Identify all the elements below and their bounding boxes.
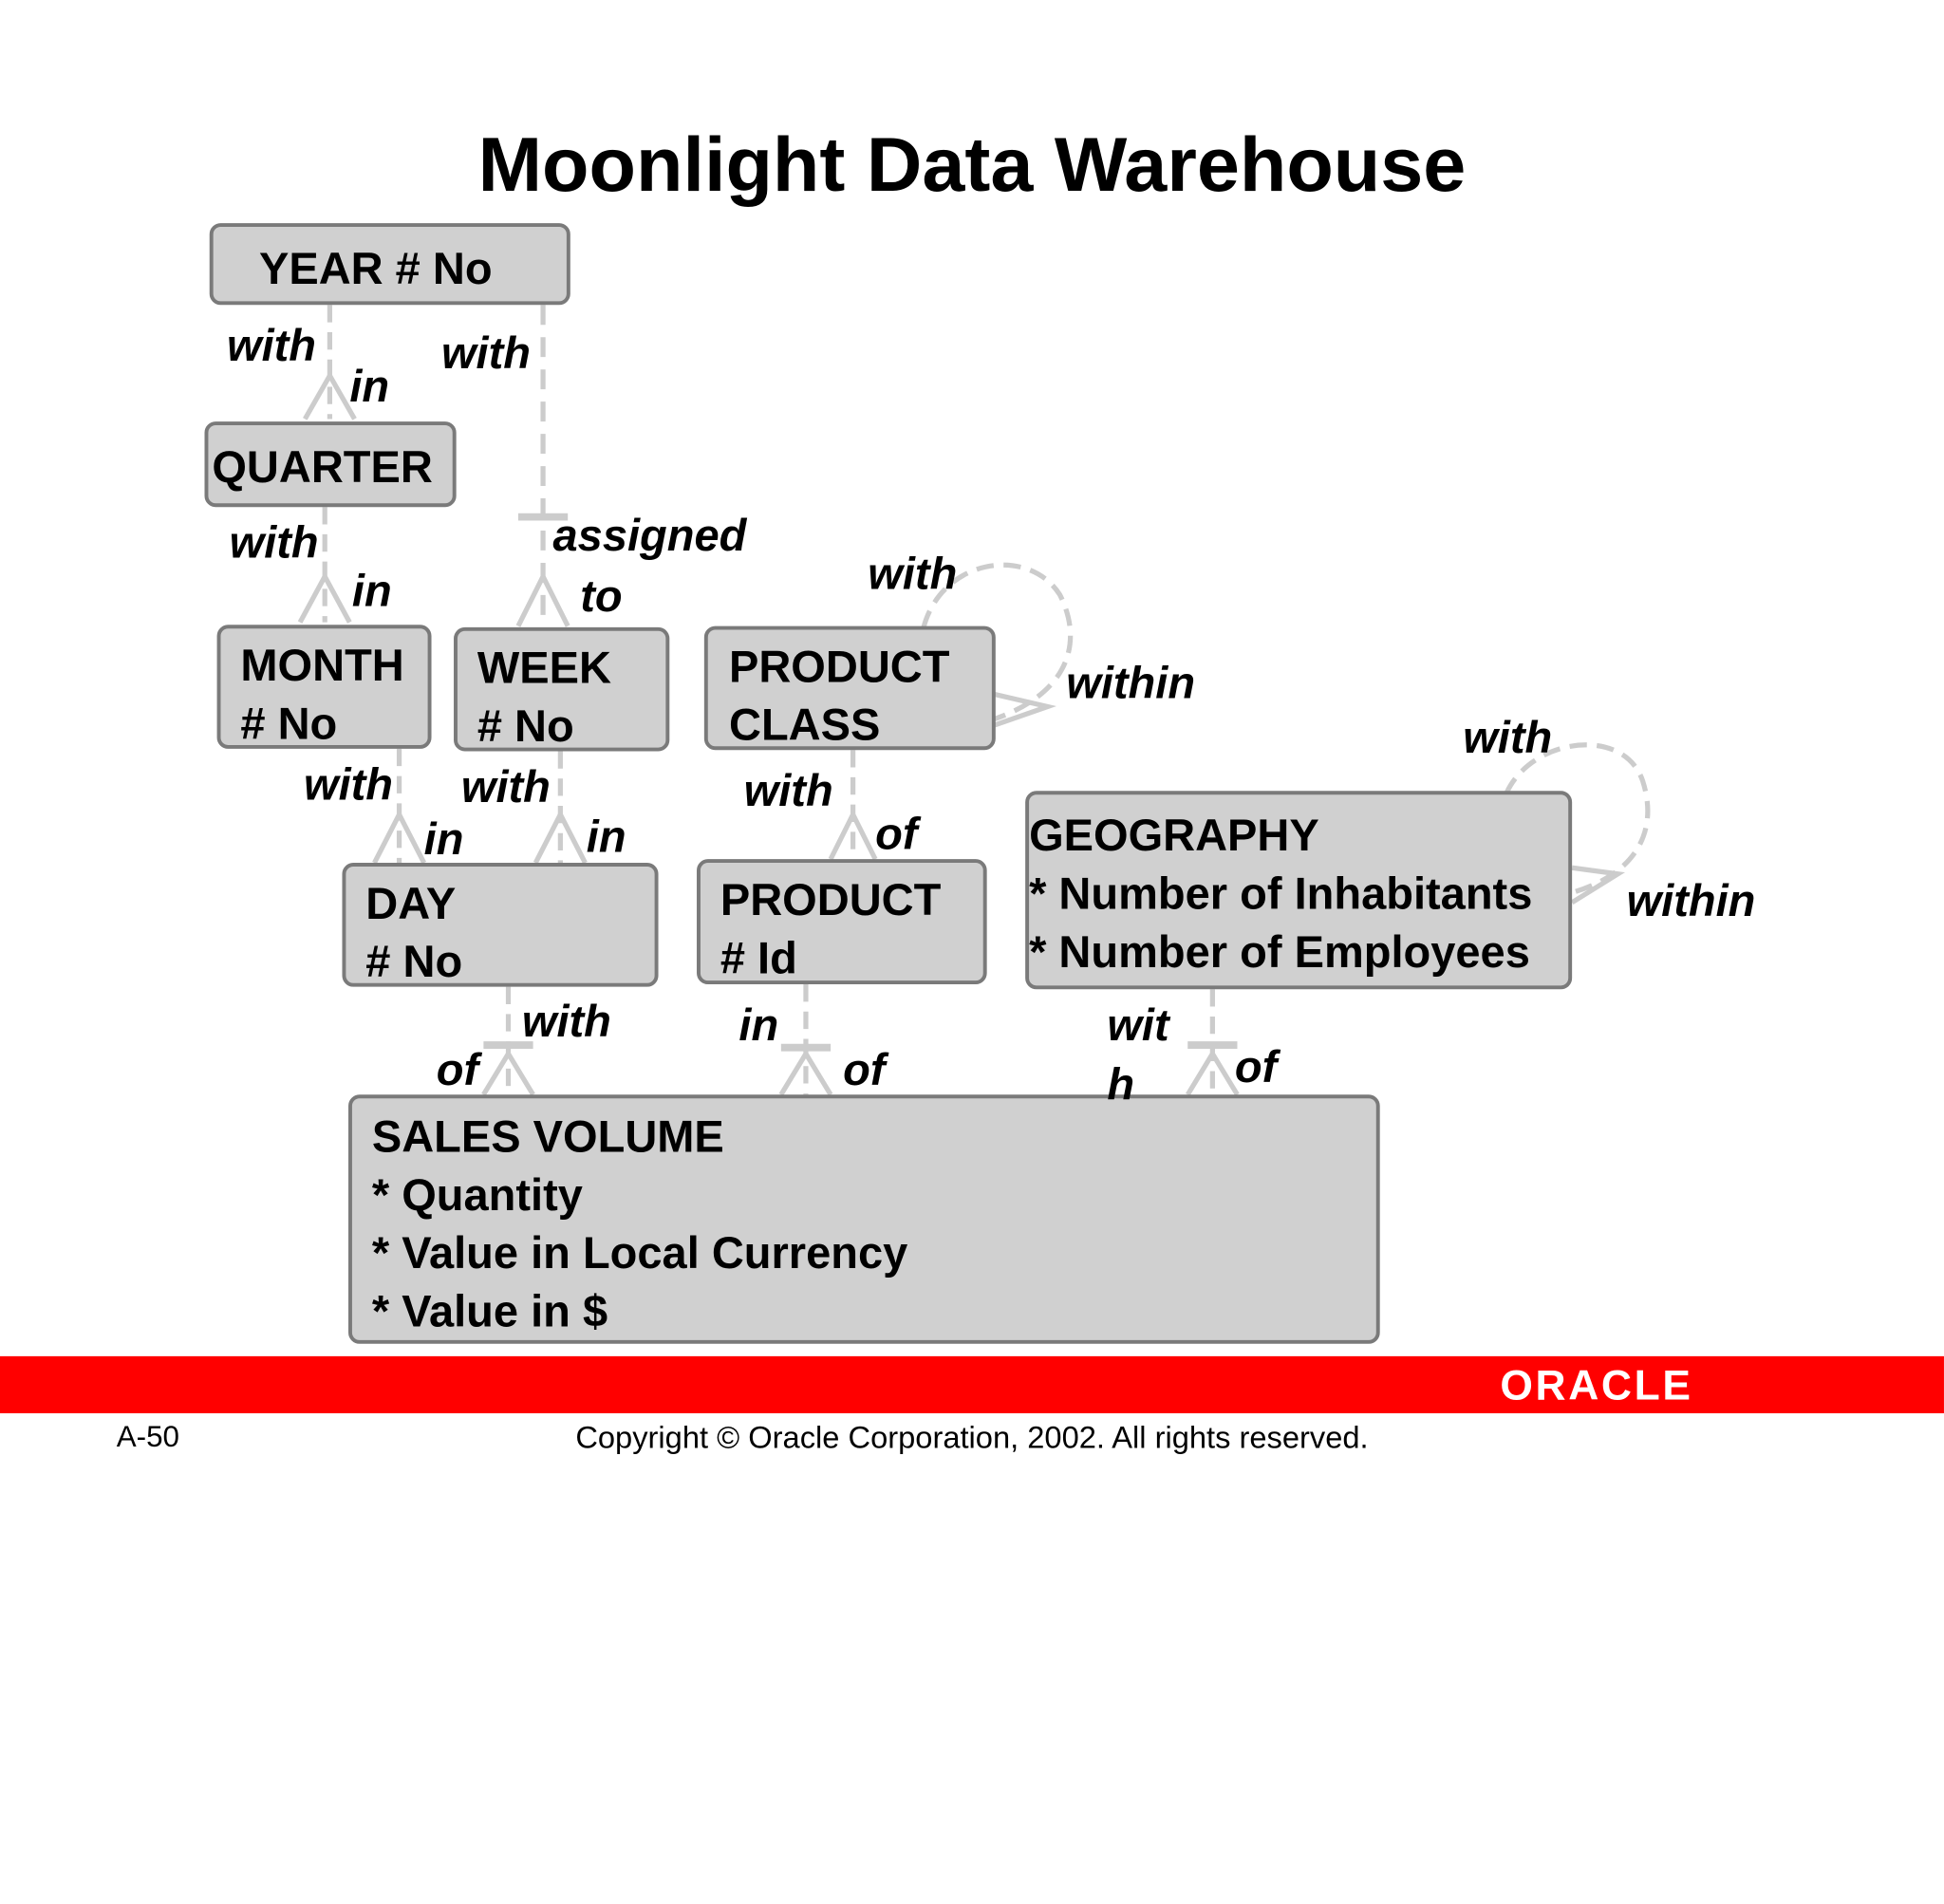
entity-month: MONTH # No [216,625,432,749]
rel-label: with [460,760,551,812]
entity-week: WEEK # No [454,626,670,752]
rel-label: with [227,319,317,371]
entity-week-line-2: # No [477,700,574,752]
loop-geography [1504,742,1651,895]
rel-label: with [521,995,611,1047]
rel-label: of [436,1043,479,1095]
crowfoot-day-week [533,809,588,865]
entity-sales-volume: SALES VOLUME * Quantity * Value in Local… [348,1094,1380,1344]
rel-label: to [580,569,623,622]
crowfoot-week [515,570,570,627]
loop-product-class [921,562,1074,722]
entity-year-line-1: YEAR # No [258,242,493,294]
crowfoot-product [828,809,878,861]
entity-month-line-1: MONTH [240,639,404,691]
entity-sales-volume-line-2: * Quantity [371,1168,583,1221]
crowfoot-sales-product [778,1049,833,1096]
entity-geography: GEOGRAPHY * Number of Inhabitants * Numb… [1025,791,1573,990]
crowfoot-month [297,570,352,624]
rel-label: in [738,999,779,1051]
entity-sales-volume-line-1: SALES VOLUME [371,1111,724,1162]
entity-sales-volume-line-4: * Value in $ [371,1285,608,1336]
rel-label: with [303,758,394,810]
entity-quarter: QUARTER [204,421,457,508]
crowfoot-quarter [303,370,357,420]
rel-label: with [229,516,319,569]
entity-day: DAY # No [342,863,659,987]
entity-year: YEAR # No [209,223,570,306]
entity-day-line-2: # No [365,936,463,987]
rel-label: with [440,327,531,379]
rel-label: of [1234,1041,1278,1092]
rel-label: with [1463,711,1553,763]
rel-label: in [351,565,392,617]
relationship-lines [297,305,1651,1096]
oracle-logo: ORACLE [1500,1362,1693,1410]
entity-product-class: PRODUCT CLASS [703,625,996,751]
rel-label: with [743,764,833,816]
entity-geography-line-1: GEOGRAPHY [1029,809,1319,861]
entity-product-line-2: # Id [720,932,797,983]
entity-geography-line-2: * Number of Inhabitants [1029,868,1533,919]
crowfoot-sales-day [481,1049,535,1096]
rel-label: in [586,811,626,862]
crowfoot-sales-geo [1186,1049,1240,1096]
footer-bar [0,1355,1944,1413]
entity-sales-volume-line-3: * Value in Local Currency [371,1227,908,1279]
rel-label: of [843,1043,886,1095]
entity-quarter-line-1: QUARTER [212,440,433,493]
page-number: A-50 [116,1420,179,1455]
rel-label: assigned [552,509,747,561]
crowfoot-product-class [993,691,1057,728]
rel-label: of [875,808,918,860]
page-title: Moonlight Data Warehouse [477,122,1467,209]
entity-day-line-1: DAY [365,877,457,929]
crowfoot-day-month [372,809,427,865]
rel-label: h [1107,1058,1135,1110]
entity-geography-line-3: * Number of Employees [1029,925,1530,978]
entity-product-class-line-2: CLASS [728,699,881,751]
rel-label: with [868,548,958,599]
rel-label: within [1066,657,1196,708]
rel-label: within [1626,875,1756,926]
entity-product: PRODUCT # Id [697,859,987,985]
entity-product-class-line-1: PRODUCT [728,641,950,692]
entity-month-line-2: # No [240,698,338,749]
crowfoot-geography [1570,865,1626,905]
rel-label: wit [1107,999,1169,1051]
entity-week-line-1: WEEK [477,642,611,694]
rel-label: in [423,812,464,865]
entity-product-line-1: PRODUCT [720,873,942,925]
copyright-text: Copyright © Oracle Corporation, 2002. Al… [575,1420,1369,1456]
rel-label: in [349,361,390,412]
